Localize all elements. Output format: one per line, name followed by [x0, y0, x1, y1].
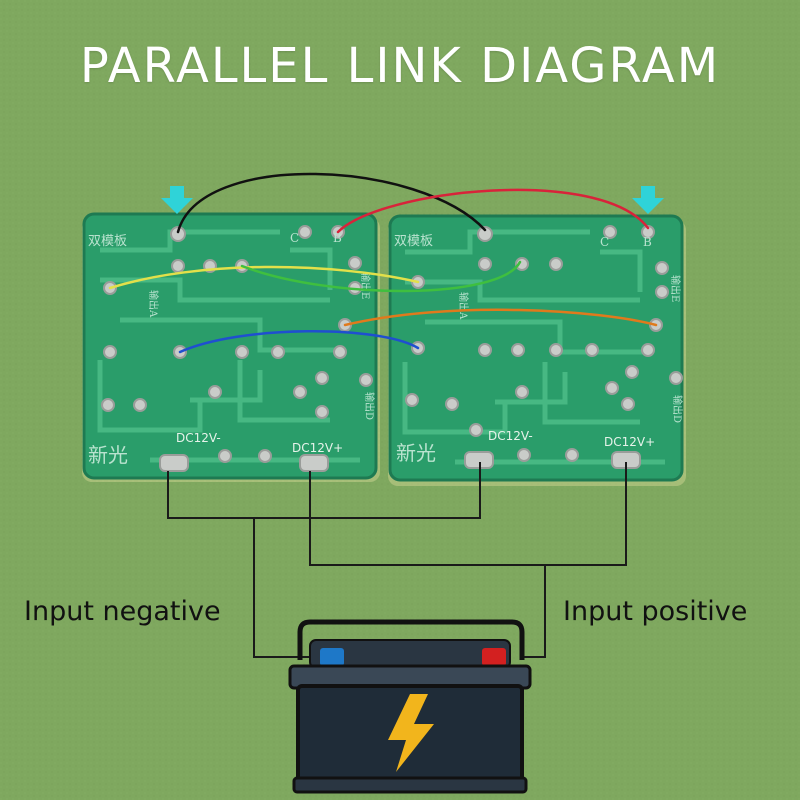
silk-pin-c: C [290, 231, 299, 245]
silk-output-e: 输出E [359, 272, 372, 299]
silk-dc-plus: DC12V+ [292, 441, 343, 455]
arrow-down-icon [161, 186, 193, 214]
silk-dc-plus: DC12V+ [604, 435, 655, 449]
silk-output-e: 输出E [669, 275, 682, 302]
silk-pin-b: B [643, 235, 652, 249]
input-negative-label: Input negative [24, 596, 221, 627]
red-wire [336, 188, 650, 234]
positive-bus [309, 462, 627, 566]
silk-output-a: 输出A [457, 292, 470, 320]
negative-bus [167, 462, 481, 519]
black-wire [176, 172, 487, 234]
silk-output-d: 输出D [671, 395, 684, 423]
jumper-wires [108, 172, 658, 354]
silk-pin-b: B [333, 231, 342, 245]
right-board: 双模板 输出A C B 输出E 输出D 新光 DC12V- DC12V+ [388, 214, 686, 486]
silk-dc-minus: DC12V- [176, 431, 221, 445]
battery-icon [288, 619, 532, 794]
positive-lead [520, 565, 546, 658]
battery-base [292, 776, 528, 794]
silk-pin-c: C [600, 235, 609, 249]
input-positive-label: Input positive [563, 596, 748, 627]
silk-brand: 新光 [88, 443, 128, 467]
silk-dc-minus: DC12V- [488, 429, 533, 443]
battery-handle [297, 619, 525, 660]
yellow-wire [108, 265, 420, 290]
blue-wire [178, 330, 420, 354]
traces [402, 229, 665, 465]
terminal-positive [482, 648, 506, 666]
power-wiring [167, 462, 627, 658]
arrow-down-icon [632, 186, 664, 214]
silk-brand: 新光 [396, 441, 436, 465]
negative-lead [253, 518, 315, 658]
green-wire [240, 260, 522, 293]
silk-top-left: 双模板 [88, 234, 127, 249]
arrow-markers [161, 186, 664, 214]
page-title: PARALLEL LINK DIAGRAM [79, 38, 721, 94]
orange-wire [343, 308, 658, 327]
silk-output-a: 输出A [147, 290, 160, 318]
lightning-bolt-icon [388, 694, 434, 772]
solder-pads [405, 225, 683, 469]
silk-output-d: 输出D [363, 392, 376, 420]
terminal-negative [320, 648, 344, 666]
left-board: 双模板 输出A C B 输出E 输出D 新光 DC12V- DC12V+ [82, 212, 380, 482]
silk-top-left: 双模板 [394, 234, 433, 249]
